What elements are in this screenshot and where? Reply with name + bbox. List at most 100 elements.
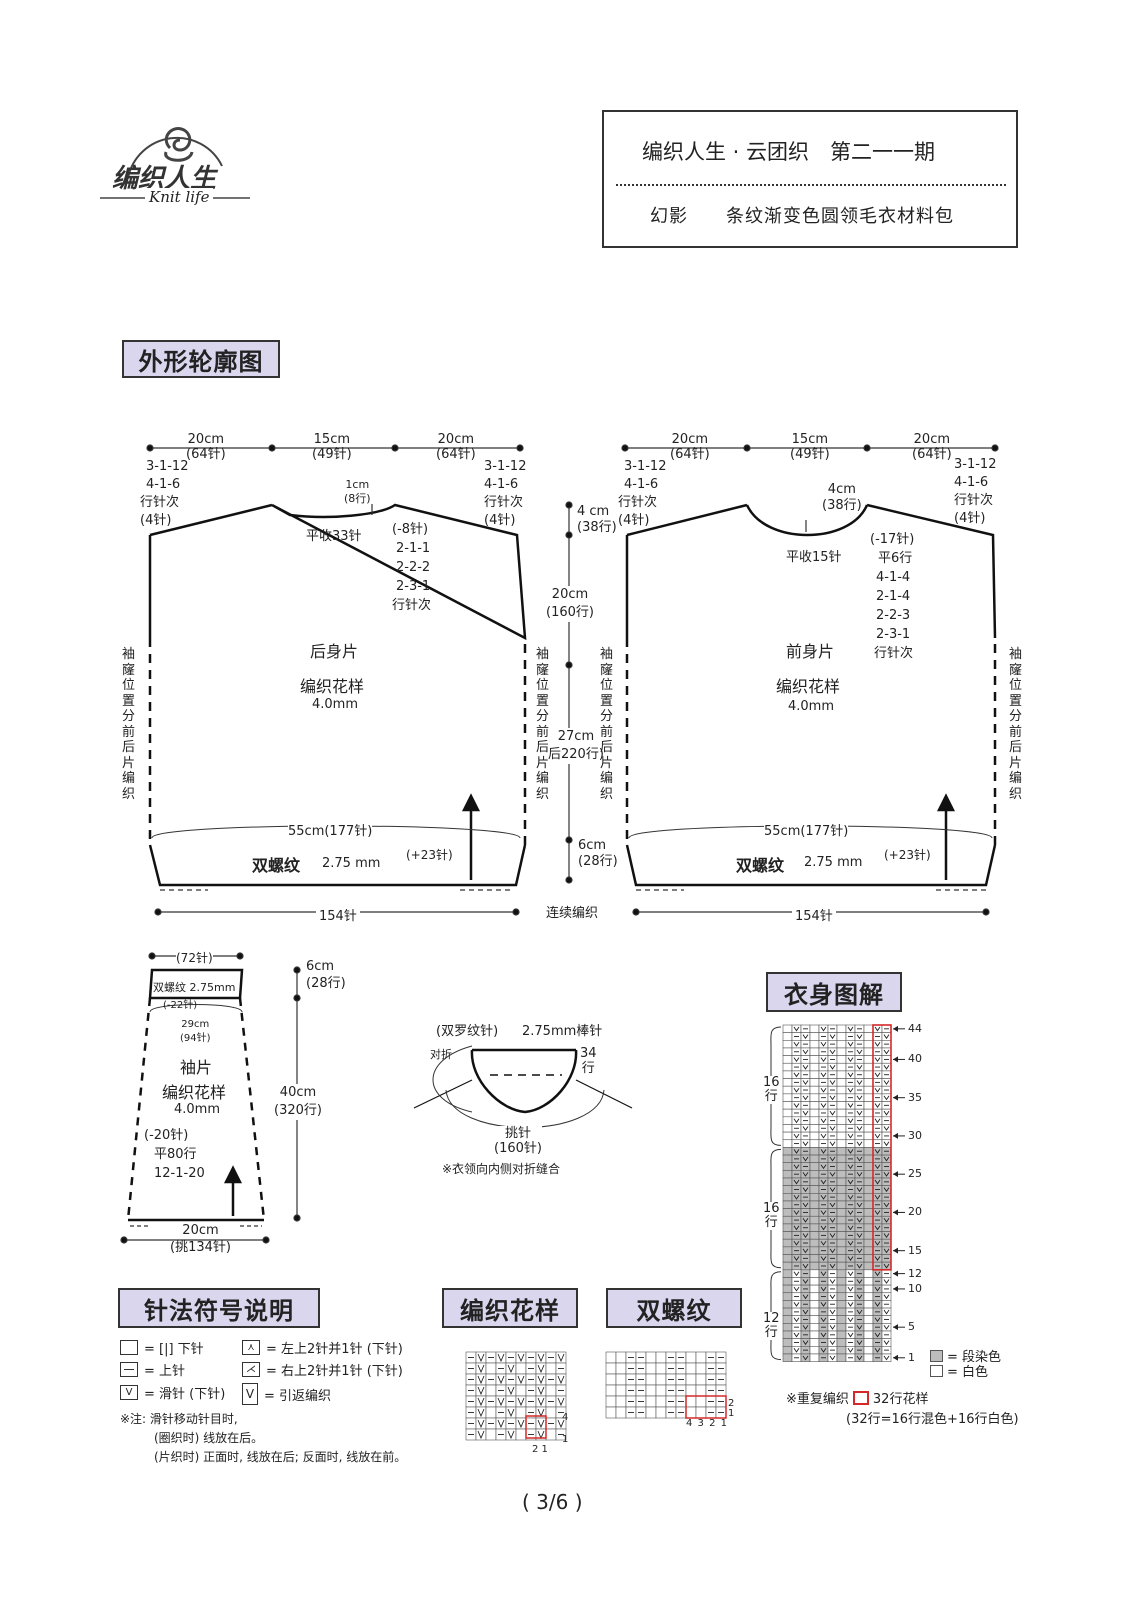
- body-chart-cell: [782, 1261, 793, 1271]
- body-chart-cell: [863, 1246, 874, 1255]
- body-chart-cell: [836, 1231, 847, 1240]
- mid-height-b: 20cm(160行): [546, 586, 594, 622]
- back-piece-needle: 4.0mm: [312, 697, 359, 712]
- body-chart-cell: [809, 1101, 820, 1110]
- body-chart-row-arrowhead: [893, 1285, 898, 1292]
- pattern-chart-slip-mark: [507, 1364, 515, 1374]
- body-chart-cell: [782, 1223, 793, 1232]
- pattern-chart-slip-mark: [517, 1419, 525, 1429]
- body-chart-row-label: 35: [908, 1090, 922, 1104]
- body-chart-cell: [836, 1124, 847, 1133]
- body-chart-cell: [809, 1231, 820, 1240]
- back-neck-depth: 1cm(8行): [344, 478, 371, 505]
- body-chart-slip-mark: [856, 1279, 863, 1284]
- body-chart-cell: [845, 1269, 856, 1278]
- front-width-left: 20cm(64针): [670, 432, 710, 462]
- body-chart-cell: [881, 1047, 892, 1056]
- body-chart-cell: [827, 1185, 838, 1194]
- body-chart-slip-mark: [829, 1141, 836, 1147]
- body-chart-slip-mark: [847, 1317, 854, 1323]
- body-chart-slip-mark: [883, 1141, 890, 1147]
- body-chart-cell: [782, 1338, 793, 1347]
- body-chart-cell: [854, 1154, 865, 1164]
- pattern-chart-slip-mark: [477, 1397, 485, 1407]
- body-chart-slip-mark: [829, 1095, 836, 1101]
- body-chart-cell: [836, 1040, 847, 1049]
- body-chart-cell: [782, 1093, 793, 1102]
- body-chart-slip-mark: [856, 1217, 863, 1223]
- body-chart-slip-mark: [847, 1286, 854, 1292]
- body-chart-slip-mark: [847, 1225, 854, 1231]
- body-chart-cell: [827, 1231, 838, 1240]
- body-chart-cell: [863, 1208, 874, 1217]
- body-chart-cell: [863, 1261, 874, 1271]
- body-chart-cell: [863, 1055, 874, 1064]
- body-chart-slip-mark: [802, 1309, 809, 1315]
- body-chart-slip-mark: [829, 1340, 836, 1346]
- body-chart-slip-mark: [856, 1248, 863, 1254]
- body-chart-repeat-note: (32行=16行混色+16行白色): [846, 1412, 1019, 1427]
- front-rib-needle: 2.75 mm: [804, 855, 863, 870]
- body-chart-cell: [845, 1177, 856, 1186]
- body-chart-slip-mark: [820, 1286, 827, 1292]
- sleeve-rib-decrease: (-22针): [163, 1000, 198, 1011]
- section-outline-title: 外形轮廓图: [122, 340, 280, 378]
- pattern-chart-cell: [515, 1384, 527, 1397]
- body-chart-cell: [800, 1108, 811, 1118]
- body-chart-cell: [800, 1277, 811, 1286]
- body-chart-cell: [800, 1261, 811, 1271]
- body-chart-cell: [818, 1330, 829, 1339]
- body-chart-cell: [827, 1108, 838, 1118]
- body-chart-slip-mark: [874, 1256, 881, 1261]
- body-chart-cell: [854, 1246, 865, 1255]
- rib-chart-cell: [695, 1384, 707, 1397]
- body-chart-cell: [827, 1154, 838, 1164]
- body-chart-cell: [791, 1315, 802, 1324]
- body-chart-cell: [845, 1284, 856, 1294]
- white-swatch-icon: [930, 1364, 943, 1377]
- body-chart-slip-mark: [802, 1325, 809, 1330]
- body-chart-cell: [827, 1170, 838, 1179]
- body-chart-row-label: 40: [908, 1052, 922, 1066]
- body-chart-slip-mark: [802, 1355, 809, 1361]
- body-chart-slip-mark: [874, 1042, 881, 1047]
- body-chart-row-arrowhead: [893, 1094, 898, 1101]
- sleeve-rib: 双螺纹 2.75mm: [153, 981, 236, 994]
- body-chart-cell: [809, 1261, 820, 1271]
- body-chart-row-arrowhead: [893, 1025, 898, 1032]
- body-chart-cell: [800, 1124, 811, 1133]
- body-chart-cell: [872, 1040, 883, 1049]
- body-chart-cell: [818, 1177, 829, 1186]
- body-chart-slip-mark: [829, 1217, 836, 1223]
- body-chart-slip-mark: [883, 1309, 890, 1315]
- rib-chart-cell: [685, 1384, 697, 1397]
- body-chart-cell: [836, 1353, 847, 1362]
- body-chart-slip-mark: [802, 1095, 809, 1101]
- knit-symbol-icon: [120, 1340, 138, 1355]
- body-chart-cell: [872, 1131, 883, 1141]
- body-chart-cell: [881, 1292, 892, 1301]
- body-chart-cell: [809, 1254, 820, 1263]
- body-chart-row-label: 10: [908, 1281, 922, 1295]
- back-increase: (+23针): [406, 848, 453, 862]
- body-chart-cell: [809, 1284, 820, 1294]
- body-chart-cell: [845, 1085, 856, 1095]
- body-chart-slip-mark: [856, 1172, 863, 1177]
- body-chart-cell: [791, 1223, 802, 1232]
- body-chart-cell: [818, 1162, 829, 1171]
- body-chart-cell: [782, 1330, 793, 1339]
- body-chart-slip-mark: [820, 1210, 827, 1216]
- body-chart-slip-mark: [820, 1256, 827, 1261]
- body-chart-cell: [881, 1246, 892, 1255]
- body-chart-cell: [836, 1323, 847, 1332]
- pattern-chart-slip-mark: [497, 1419, 505, 1429]
- body-chart-cell: [863, 1284, 874, 1294]
- body-chart-cell: [800, 1093, 811, 1102]
- body-chart-slip-mark: [802, 1034, 809, 1040]
- body-chart-cell: [836, 1177, 847, 1186]
- body-chart-cell: [881, 1139, 892, 1148]
- body-chart-cell: [836, 1200, 847, 1209]
- body-chart-cell: [845, 1346, 856, 1355]
